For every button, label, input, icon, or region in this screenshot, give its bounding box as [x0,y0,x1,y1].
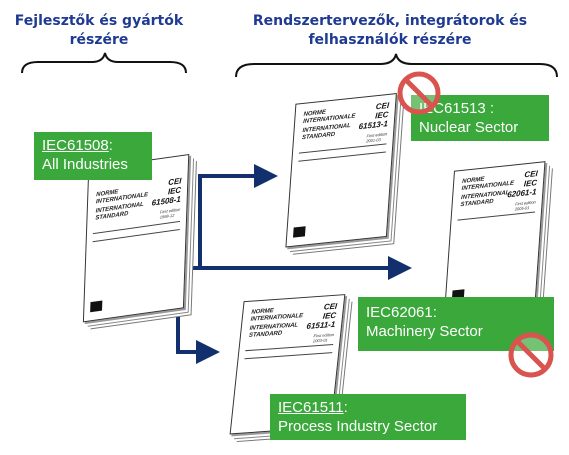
developers-header-line1: Fejlesztők és gyártók [14,13,184,29]
no-entry-icon-nuclear [397,71,441,115]
label-sector: Machinery Sector [366,323,483,340]
label-colon: : [343,399,348,416]
label-iec61511: IEC61511: Process Industry Sector [270,394,466,440]
label-code: IEC61511 [278,399,344,416]
doc-intl: INTERNATIONAL STANDARD [301,122,351,142]
iec-logo [292,226,306,238]
label-code: IEC61508 [42,137,109,154]
doc-norme: NORME INTERNATIONALE [250,308,304,323]
label-sector: All Industries [42,156,128,173]
label-sector: Nuclear Sector [419,119,519,136]
label-colon: : [108,137,113,154]
developers-header-line2: részére [69,32,129,48]
doc-cei: CEI IEC 61513-1 [358,100,390,132]
right-brace [235,53,558,78]
label-colon: : [432,304,437,321]
left-brace [21,52,187,74]
developers-header: Fejlesztők és gyártók részére [14,12,184,50]
doc-edition: First edition 2003-01 [312,331,335,344]
doc-intl: INTERNATIONAL STANDARD [248,322,299,339]
integrators-header-line1: Rendszertervezők, integrátorok és [252,13,528,29]
doc-cei: CEI IEC 62061-1 [506,168,539,200]
iec-logo [90,300,103,313]
doc-intl: INTERNATIONAL STANDARD [460,190,510,209]
doc-cei: CEI IEC 61508-1 [151,176,182,208]
doc-edition: First edition 2005-01 [514,199,536,212]
doc-edition: First edition 2001-03 [366,131,388,144]
label-colon: : [485,100,495,117]
label-iec61508: IEC61508: All Industries [34,132,152,180]
doc-cei: CEI IEC 61511-1 [306,301,338,331]
integrators-header-line2: felhasználók részére [308,32,472,48]
label-sector: Process Industry Sector [278,418,438,435]
integrators-header: Rendszertervezők, integrátorok és felhas… [245,12,535,50]
doc-edition: First edition 1998-12 [159,206,181,220]
no-entry-icon-machinery [508,332,554,378]
arrow-to-61513 [198,164,278,268]
label-code: IEC62061 [366,304,433,321]
